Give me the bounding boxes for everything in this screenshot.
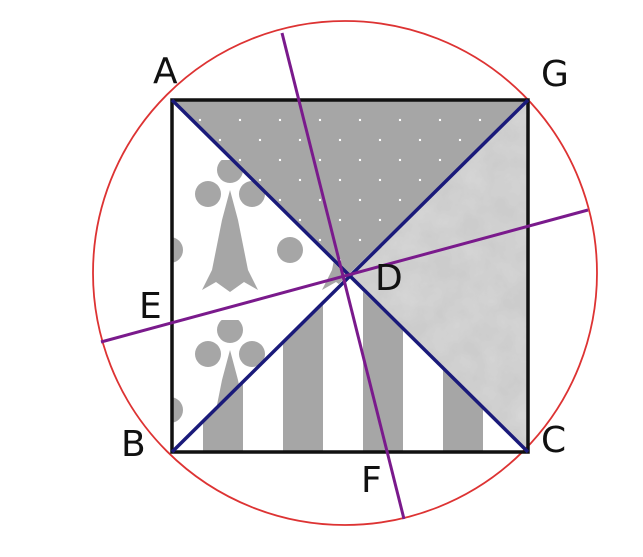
line-through-F-D [280, 32, 406, 520]
circumcircle [92, 20, 598, 526]
bottom-triangle-stripes [172, 276, 528, 452]
label-point-D: D [375, 258, 403, 299]
top-triangle-circles [172, 100, 528, 276]
label-point-C: C [541, 420, 566, 461]
left-triangle-ermine [172, 100, 347, 452]
label-point-G: G [541, 54, 569, 95]
label-point-E: E [139, 286, 162, 327]
label-point-F: F [361, 460, 382, 501]
square-ABCG [170, 98, 530, 454]
label-point-B: B [121, 424, 146, 465]
label-point-A: A [153, 51, 178, 92]
